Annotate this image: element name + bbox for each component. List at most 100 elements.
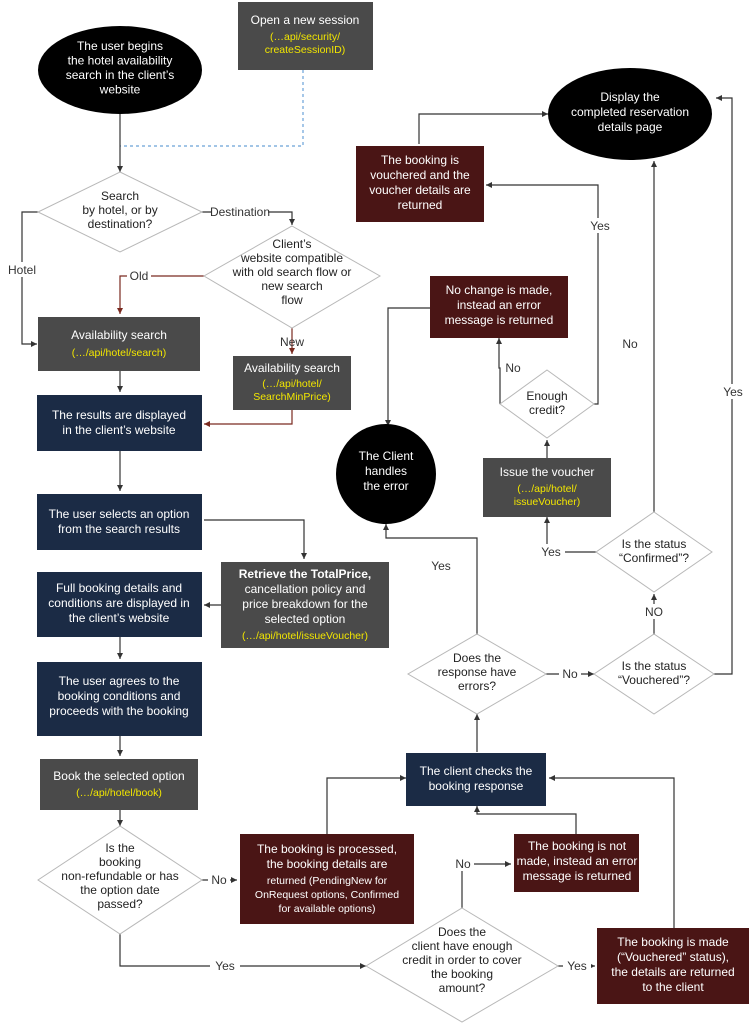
node-text-line: made, instead an error bbox=[517, 854, 638, 868]
node-api-line: createSessionID) bbox=[265, 44, 346, 56]
node-text-line: The user agrees to the bbox=[59, 674, 180, 688]
label-yes-vouchered: Yes bbox=[723, 385, 743, 399]
node-availability-search: Availability search (…/api/hotel/search) bbox=[38, 317, 200, 371]
node-api-line: (…api/security/ bbox=[270, 31, 340, 43]
node-text-line: client have enough bbox=[412, 939, 513, 953]
node-text-line: search in the client’s bbox=[66, 68, 175, 82]
processed-to-checks bbox=[326, 775, 406, 834]
node-text-line: The results are displayed bbox=[52, 408, 186, 422]
node-text-line: with old search flow or bbox=[232, 265, 352, 279]
node-text-line: conditions are displayed in bbox=[48, 596, 189, 610]
label-yes-refundable: Yes bbox=[215, 959, 235, 973]
node-text-line: vouchered and the bbox=[370, 168, 470, 182]
node-text-line: booking response bbox=[429, 779, 524, 793]
node-text-line: cancellation policy and bbox=[245, 582, 366, 596]
node-text-line: website bbox=[99, 83, 141, 97]
node-text-line: non-refundable or has bbox=[61, 869, 178, 883]
node-text-line: The booking is bbox=[381, 153, 459, 167]
node-text-line: the details are returned bbox=[611, 965, 734, 979]
node-text-line: the client’s website bbox=[69, 611, 170, 625]
node-confirmed-question: Is the status“Confirmed”? bbox=[595, 511, 713, 593]
credit-yes-up-line bbox=[486, 182, 599, 405]
label-no-vouchered: NO bbox=[645, 605, 663, 619]
nochange-to-handles bbox=[385, 307, 430, 426]
svg-text:(…/api/hotel/issueVoucher): (…/api/hotel/issueVoucher) bbox=[242, 630, 368, 642]
search-hotel-line bbox=[21, 211, 38, 347]
svg-text:Book the selected option: Book the selected option bbox=[53, 769, 184, 783]
label-no-credit: No bbox=[455, 857, 471, 871]
node-vouchered-question: Is the status“Vouchered”? bbox=[593, 633, 715, 715]
node-availability-minprice: Availability search (…/api/hotel/SearchM… bbox=[233, 356, 351, 410]
node-text-line: from the search results bbox=[58, 522, 180, 536]
node-text-line: flow bbox=[281, 293, 303, 307]
node-text-line: credit in order to cover bbox=[402, 953, 521, 967]
label-no-enough-credit: No bbox=[505, 361, 521, 375]
node-text-line: the hotel availability bbox=[68, 54, 173, 68]
label-destination: Destination bbox=[210, 205, 270, 219]
svg-text:Retrieve the TotalPrice,: Retrieve the TotalPrice, bbox=[239, 567, 372, 581]
node-text-line: OnRequest options, Confirmed bbox=[255, 889, 399, 901]
node-text-line: handles bbox=[365, 464, 407, 478]
node-text-line: by hotel, or by bbox=[82, 203, 157, 217]
svg-text:Open a new session: Open a new session bbox=[251, 13, 360, 27]
svg-text:The booking is processed,the b: The booking is processed,the booking det… bbox=[257, 842, 397, 871]
node-text-line: for available options) bbox=[279, 903, 376, 915]
svg-text:The booking is made(“Vouchered: The booking is made(“Vouchered” status),… bbox=[611, 935, 734, 994]
node-text-line: Retrieve the TotalPrice, bbox=[239, 567, 372, 581]
node-api-line: (…/api/hotel/issueVoucher) bbox=[242, 630, 368, 642]
node-text-line: The booking is made bbox=[617, 935, 729, 949]
node-text-line: Client’s bbox=[272, 237, 311, 251]
node-api-line: (…/api/hotel/search) bbox=[72, 347, 167, 359]
node-text-line: Availability search bbox=[71, 328, 167, 342]
node-text-line: the option date bbox=[80, 883, 160, 897]
label-old: Old bbox=[130, 269, 149, 283]
label-hotel: Hotel bbox=[8, 263, 36, 277]
selects-to-retrieve bbox=[204, 519, 307, 559]
node-text-line: completed reservation bbox=[571, 105, 689, 119]
node-api-line: (…/api/hotel/ bbox=[517, 483, 577, 495]
node-text-line: response have bbox=[438, 665, 517, 679]
label-new: New bbox=[280, 335, 304, 349]
session-dashed-link bbox=[120, 70, 304, 147]
node-text-line: proceeds with the booking bbox=[49, 704, 188, 718]
node-text-line: errors? bbox=[458, 679, 496, 693]
edge-labels: Destination Hotel Old New No Yes No Yes … bbox=[6, 204, 747, 973]
label-yes-credit: Yes bbox=[567, 959, 587, 973]
node-text-line: The booking is not bbox=[528, 839, 627, 853]
node-text-line: price breakdown for the bbox=[242, 597, 368, 611]
nonrefundable-yes-line bbox=[119, 934, 366, 969]
node-text-line: website compatible bbox=[240, 251, 343, 265]
node-text-line: destination? bbox=[88, 217, 153, 231]
node-text-line: booking conditions and bbox=[58, 689, 181, 703]
node-text-line: credit? bbox=[529, 403, 565, 417]
node-text-line: Issue the voucher bbox=[500, 465, 595, 479]
node-text-line: new search bbox=[261, 279, 322, 293]
label-no-errors: No bbox=[562, 667, 578, 681]
credit-no-up-line bbox=[496, 338, 502, 404]
node-text-line: returned bbox=[398, 198, 443, 212]
node-text-line: “Confirmed”? bbox=[619, 551, 689, 565]
compat-old-line bbox=[117, 275, 204, 314]
node-issue-voucher: Issue the voucher (…/api/hotel/issueVouc… bbox=[483, 458, 611, 517]
node-text-line: The user selects an option bbox=[49, 507, 190, 521]
node-text-line: “Vouchered”? bbox=[618, 673, 690, 687]
